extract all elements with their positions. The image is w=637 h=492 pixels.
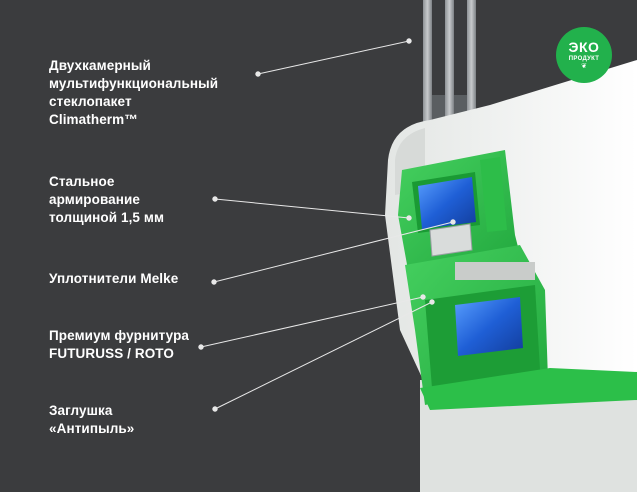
eco-product-badge: ЭКО ПРОДУКТ ❦ xyxy=(556,27,612,83)
eco-badge-subtitle: ПРОДУКТ xyxy=(568,55,600,62)
label-line: толщиной 1,5 мм xyxy=(49,210,165,225)
label-line: стеклопакет xyxy=(49,94,132,109)
label-line: Уплотнители Melke xyxy=(49,271,179,286)
label-line: «Антипыль» xyxy=(49,421,135,436)
gasket xyxy=(429,223,473,257)
leader-lines xyxy=(198,38,456,412)
label-hardware: Премиум фурнитура FUTURUSS / ROTO xyxy=(49,327,189,363)
label-dust-plug: Заглушка «Антипыль» xyxy=(49,402,134,438)
label-line: FUTURUSS / ROTO xyxy=(49,346,175,361)
label-line: армирование xyxy=(49,192,141,207)
label-line: Стальное xyxy=(49,174,115,189)
steel-reinforcement xyxy=(418,177,476,229)
label-line: мультифункциональный xyxy=(49,76,219,91)
label-line: Премиум фурнитура xyxy=(49,328,190,343)
label-line: Заглушка xyxy=(49,403,113,418)
label-line: Двухкамерный xyxy=(49,58,151,73)
leaf-icon: ❦ xyxy=(581,62,587,70)
eco-badge-title: ЭКО xyxy=(568,38,600,55)
label-steel-reinforcement: Стальное армирование толщиной 1,5 мм xyxy=(49,173,164,227)
label-seals: Уплотнители Melke xyxy=(49,270,178,288)
label-line: Climatherm™ xyxy=(49,112,138,127)
frame-reinforcement xyxy=(455,297,523,356)
middle-gasket xyxy=(455,262,535,280)
label-glass-unit: Двухкамерный мультифункциональный стекло… xyxy=(49,57,218,129)
